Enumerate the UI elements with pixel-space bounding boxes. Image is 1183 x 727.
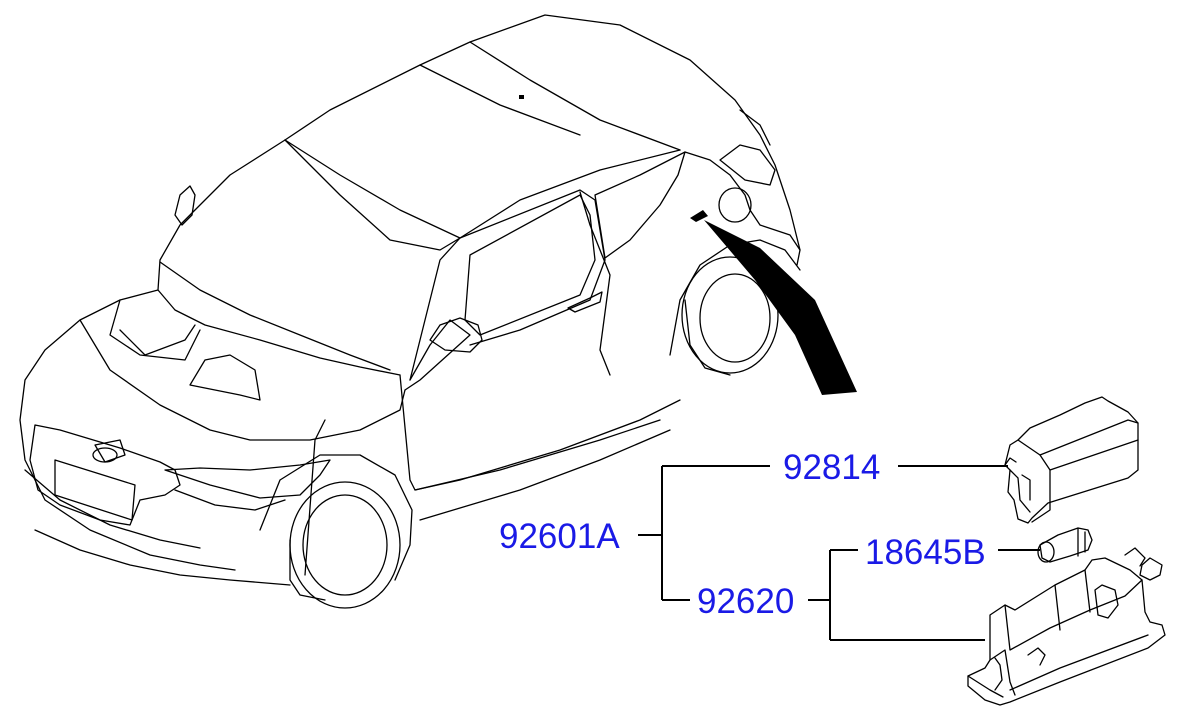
car-front-wheel <box>259 454 413 609</box>
part-number-lens[interactable]: 92814 <box>783 448 881 487</box>
part-number-assembly[interactable]: 92601A <box>499 517 620 556</box>
car-windshield <box>157 139 401 376</box>
bulb-part <box>1037 527 1093 563</box>
car-headlight <box>164 459 331 499</box>
car-grille <box>29 424 181 526</box>
car-mirror-left <box>174 185 196 226</box>
leader-lines <box>638 465 1040 641</box>
pointer-arrow <box>704 220 857 395</box>
fuel-door <box>718 187 752 223</box>
lens-cover-part <box>1004 396 1139 524</box>
car-mirror-right <box>429 317 483 353</box>
car-rear-window <box>594 151 686 259</box>
part-number-bulb[interactable]: 18645B <box>865 533 986 572</box>
car-hood <box>19 289 236 571</box>
part-number-housing[interactable]: 92620 <box>697 582 795 621</box>
car-door <box>404 319 471 391</box>
housing-part <box>967 547 1166 706</box>
car-roof <box>284 14 801 266</box>
car-illustration <box>19 14 857 609</box>
